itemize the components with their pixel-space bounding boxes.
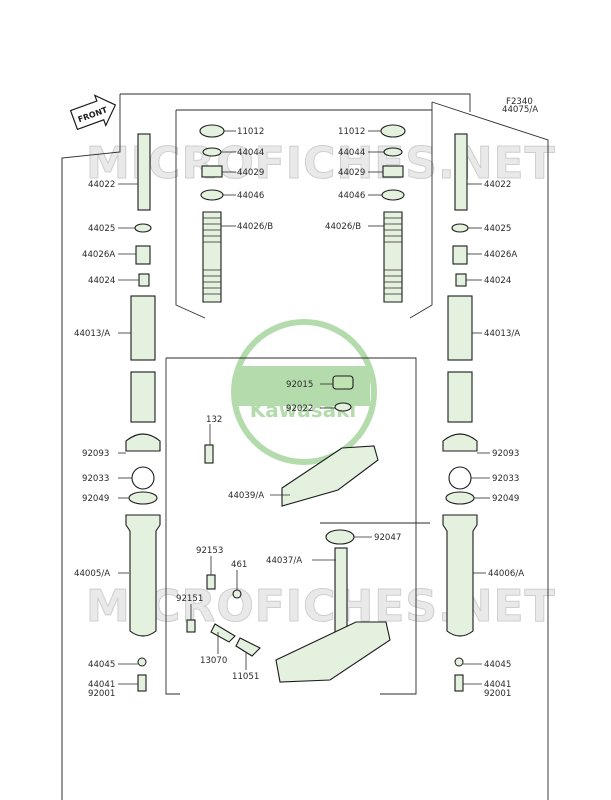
label-13070: 13070 <box>200 656 227 666</box>
label-44041-right: 44041 <box>484 680 511 690</box>
label-44024-right: 44024 <box>484 276 511 286</box>
label-44044-left: 44044 <box>237 148 264 158</box>
label-44026b-right: 44026/B <box>325 222 361 232</box>
label-44022-left: 44022 <box>88 180 115 190</box>
label-44022-right: 44022 <box>484 180 511 190</box>
label-92001-right: 92001 <box>484 689 511 699</box>
label-11012-left: 11012 <box>237 127 264 137</box>
part-labels: 44075/A 11012 44044 44029 44046 44026/B … <box>74 105 538 699</box>
label-44046-left: 44046 <box>237 191 264 201</box>
label-44005a: 44005/A <box>74 569 110 579</box>
label-92022: 92022 <box>286 404 313 414</box>
label-44013a-right: 44013/A <box>484 329 520 339</box>
steering-parts <box>186 375 391 683</box>
label-44039a: 44039/A <box>228 491 264 501</box>
label-44006a: 44006/A <box>488 569 524 579</box>
right-fork-parts <box>442 133 478 692</box>
label-44045-left: 44045 <box>88 660 115 670</box>
label-11051: 11051 <box>232 672 259 682</box>
label-44024-left: 44024 <box>88 276 115 286</box>
left-fork-parts <box>125 133 161 692</box>
label-92015: 92015 <box>286 380 313 390</box>
diagram-code: F2340 <box>506 97 533 107</box>
frame-lines <box>61 93 549 800</box>
label-44044-right: 44044 <box>338 148 365 158</box>
label-11012-right: 11012 <box>338 127 365 137</box>
label-44013a-left: 44013/A <box>74 329 110 339</box>
label-44026b-left: 44026/B <box>237 222 273 232</box>
front-arrow-icon: FRONT <box>69 94 117 131</box>
left-upper-stack <box>199 124 225 303</box>
label-92093-left: 92093 <box>82 449 109 459</box>
label-44075-a: 44075/A <box>502 105 538 115</box>
label-44029-right: 44029 <box>338 168 365 178</box>
label-44025-left: 44025 <box>88 224 115 234</box>
label-92049-left: 92049 <box>82 494 109 504</box>
label-92033-left: 92033 <box>82 474 109 484</box>
label-132: 132 <box>206 415 222 425</box>
leader-lines <box>118 130 490 685</box>
watermark-top: MICROFICHES.NET <box>86 138 556 189</box>
kawasaki-logo: Kawasaki <box>231 319 377 465</box>
label-92049-right: 92049 <box>492 494 519 504</box>
label-461: 461 <box>231 560 247 570</box>
label-44025-right: 44025 <box>484 224 511 234</box>
label-92153: 92153 <box>196 546 223 556</box>
label-44026a-right: 44026A <box>484 250 517 260</box>
label-44029-left: 44029 <box>237 168 264 178</box>
label-44026a-left: 44026A <box>82 250 115 260</box>
label-92033-right: 92033 <box>492 474 519 484</box>
label-92093-right: 92093 <box>492 449 519 459</box>
right-upper-stack <box>380 124 406 303</box>
label-44045-right: 44045 <box>484 660 511 670</box>
label-44041-left: 44041 <box>88 680 115 690</box>
label-92151: 92151 <box>176 594 203 604</box>
label-44037a: 44037/A <box>266 556 302 566</box>
label-92047: 92047 <box>374 533 401 543</box>
watermark-bottom: MICROFICHES.NET <box>86 581 556 632</box>
label-44046-right: 44046 <box>338 191 365 201</box>
label-92001-left: 92001 <box>88 689 115 699</box>
